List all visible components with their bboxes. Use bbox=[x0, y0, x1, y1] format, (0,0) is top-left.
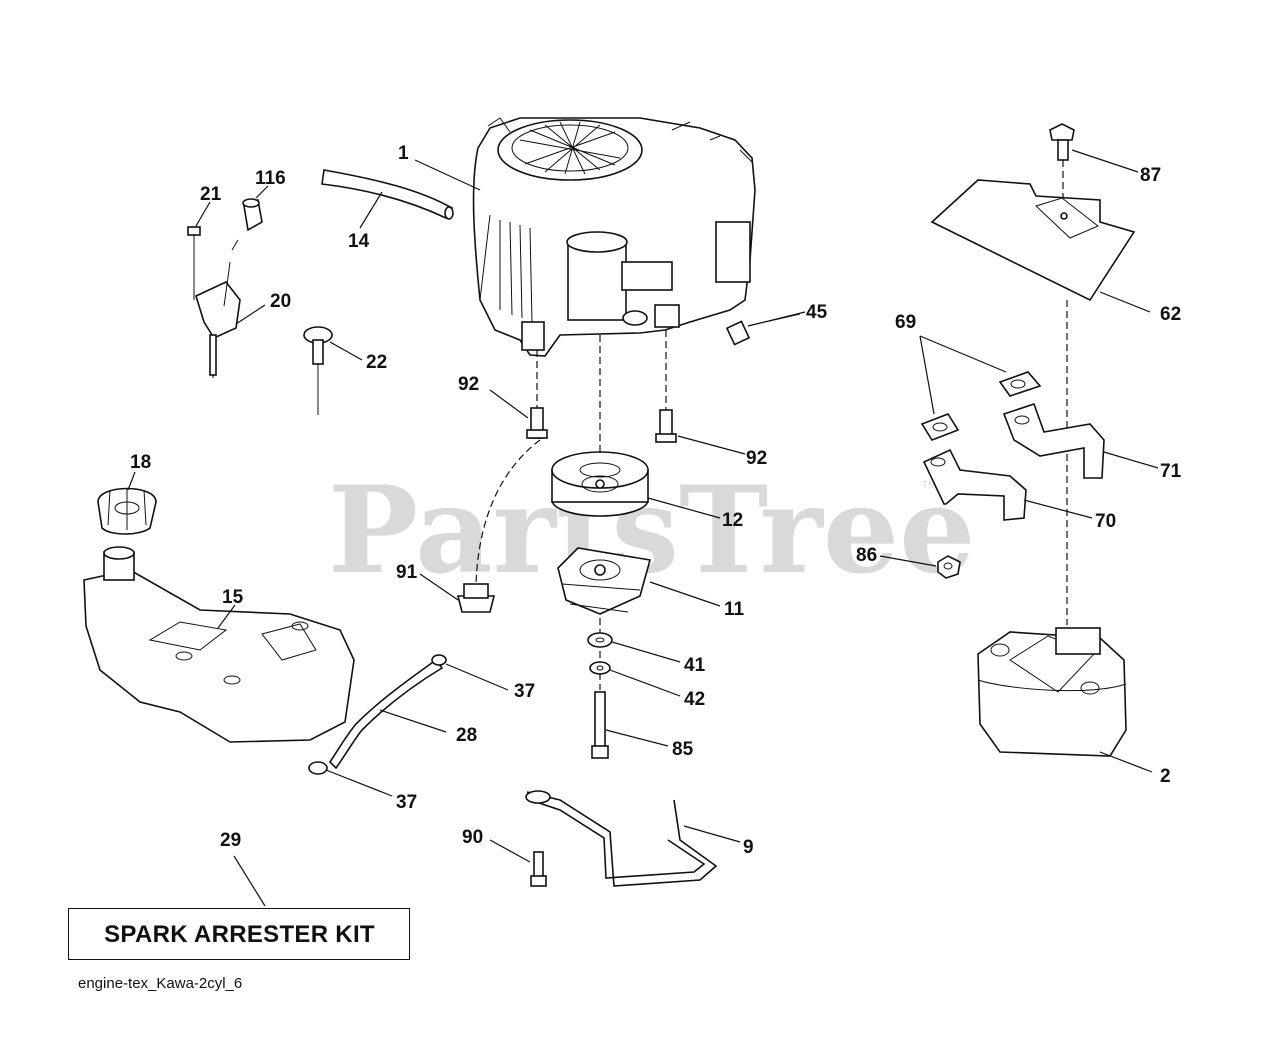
muffler-part-2[interactable] bbox=[977, 627, 1127, 757]
pulley-part-12[interactable] bbox=[551, 451, 649, 517]
callout-14: 14 bbox=[348, 231, 370, 252]
callout-37-lower: 37 bbox=[396, 792, 417, 813]
fuel-tank-part-15[interactable] bbox=[83, 546, 355, 743]
hose-part-14[interactable] bbox=[321, 169, 454, 220]
spark-arrester-kit-label: SPARK ARRESTER KIT bbox=[104, 921, 375, 948]
fuel-line-part-28[interactable] bbox=[328, 658, 444, 770]
fuel-cap-part-18[interactable] bbox=[97, 487, 157, 535]
washer-part-41[interactable] bbox=[587, 632, 613, 648]
spark-arrester-kit-box[interactable]: SPARK ARRESTER KIT bbox=[68, 908, 410, 960]
part-45[interactable] bbox=[725, 313, 801, 346]
engine-part[interactable] bbox=[472, 117, 756, 357]
callout-116: 116 bbox=[255, 168, 286, 189]
screw-part-87[interactable] bbox=[1049, 123, 1075, 200]
callout-12: 12 bbox=[722, 510, 743, 531]
callout-42: 42 bbox=[684, 689, 705, 710]
nut-part-86[interactable] bbox=[937, 555, 961, 579]
callout-9: 9 bbox=[743, 837, 754, 858]
callout-22: 22 bbox=[366, 352, 387, 373]
callout-87: 87 bbox=[1140, 165, 1161, 186]
callout-41: 41 bbox=[684, 655, 706, 676]
screw-part-22[interactable] bbox=[303, 326, 333, 415]
rod-part-9[interactable] bbox=[525, 790, 718, 887]
callout-18: 18 bbox=[130, 452, 151, 473]
callout-29: 29 bbox=[220, 830, 241, 851]
pipe-part-71[interactable] bbox=[1002, 402, 1105, 479]
callout-62: 62 bbox=[1160, 304, 1181, 325]
clamp-part-37b[interactable] bbox=[308, 761, 328, 775]
callout-86: 86 bbox=[856, 545, 877, 566]
callout-28: 28 bbox=[456, 725, 477, 746]
callout-90: 90 bbox=[462, 827, 483, 848]
callout-15: 15 bbox=[222, 587, 244, 608]
clamp-part-37a[interactable] bbox=[431, 654, 447, 666]
gasket-part-69b[interactable] bbox=[920, 413, 960, 441]
knob-part-116[interactable] bbox=[231, 198, 263, 251]
bolt-part-92a[interactable] bbox=[526, 350, 548, 439]
shield-part-62[interactable] bbox=[930, 179, 1136, 302]
leader-lines bbox=[127, 149, 1159, 907]
callout-45: 45 bbox=[806, 302, 828, 323]
callout-37-upper: 37 bbox=[514, 681, 535, 702]
gasket-part-69a[interactable] bbox=[998, 371, 1042, 397]
watermark-trademark: TM bbox=[922, 480, 936, 491]
bracket-part-20[interactable] bbox=[195, 261, 241, 378]
callout-2: 2 bbox=[1160, 766, 1171, 787]
callout-20: 20 bbox=[270, 291, 291, 312]
callout-71: 71 bbox=[1160, 461, 1182, 482]
bolt-part-85[interactable] bbox=[591, 691, 609, 759]
clutch-part-11[interactable] bbox=[557, 547, 652, 615]
bushing-part-91[interactable] bbox=[456, 583, 496, 613]
callout-92-right: 92 bbox=[746, 448, 767, 469]
watermark-text: PartsTree bbox=[328, 460, 975, 601]
washer-part-42[interactable] bbox=[589, 661, 611, 675]
bolt-part-90[interactable] bbox=[530, 851, 547, 887]
callout-1: 1 bbox=[398, 143, 409, 164]
callout-21: 21 bbox=[200, 184, 222, 205]
callout-85: 85 bbox=[672, 739, 694, 760]
bolt-part-92b[interactable] bbox=[655, 330, 677, 443]
callout-labels: 1 14 116 21 20 22 45 92 92 87 62 69 71 7… bbox=[130, 143, 1182, 858]
callout-91: 91 bbox=[396, 562, 418, 583]
bolt-part-21[interactable] bbox=[187, 226, 201, 300]
pipe-part-70[interactable] bbox=[922, 448, 1027, 521]
diagram-caption: engine-tex_Kawa-2cyl_6 bbox=[78, 975, 243, 992]
callout-70: 70 bbox=[1095, 511, 1116, 532]
callout-69: 69 bbox=[895, 312, 916, 333]
callout-11: 11 bbox=[724, 599, 745, 620]
callout-92-left: 92 bbox=[458, 374, 479, 395]
